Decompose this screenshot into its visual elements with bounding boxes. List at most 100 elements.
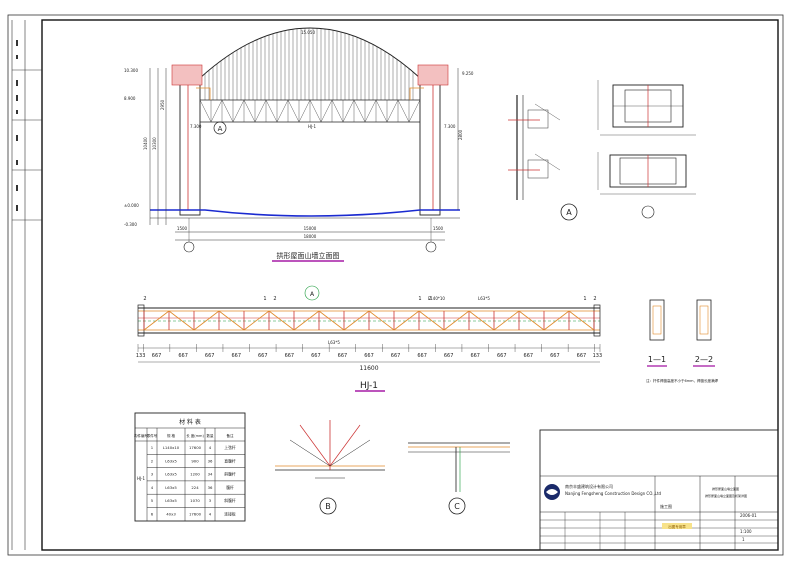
truss-panel-dim: 667 xyxy=(178,353,188,359)
material-table-cell: 腹杆 xyxy=(226,485,234,490)
truss-panel-dim: 667 xyxy=(231,353,241,359)
span-dim-2: 15000 xyxy=(304,226,317,231)
truss-callout-circle xyxy=(304,285,320,301)
truss-section-mark: 1 xyxy=(263,296,266,302)
stamp-label: 出图专用章 xyxy=(668,524,686,529)
span-dim-1: 1500 xyxy=(177,226,188,231)
drawing-stage: 施工图 xyxy=(660,503,672,509)
material-table-cell: L63x5 xyxy=(165,498,177,503)
span-dim-3: 1500 xyxy=(433,226,444,231)
section-2-2: 2—2 xyxy=(695,355,713,364)
truss-panel-dim: 667 xyxy=(285,353,295,359)
material-table-cell: 1070 xyxy=(190,498,200,503)
truss-panel-dim: 667 xyxy=(205,353,215,359)
material-table-cell: 斜腹杆 xyxy=(224,472,236,477)
material-table-cell: 900 xyxy=(191,458,199,463)
truss-section-mark: 1 xyxy=(583,296,586,302)
material-table-header: 数量 xyxy=(207,433,214,438)
material-table-cell: 40x3 xyxy=(166,512,176,517)
truss-member-label-2: L63*5 xyxy=(478,296,490,301)
material-table-cell: 3 xyxy=(151,472,154,477)
elev-level-1: 10.300 xyxy=(124,68,138,73)
elev-top-label: 15.050 xyxy=(301,30,315,35)
elev-vdim-1: 10400 xyxy=(143,137,148,150)
material-table-cell: 36 xyxy=(208,458,213,463)
detail-b-label: B xyxy=(325,502,331,511)
truss-panel-dim: 667 xyxy=(497,353,507,359)
truss-panel-dim: 667 xyxy=(470,353,480,359)
left-binding-strip xyxy=(11,20,42,550)
elev-right-1: 9.250 xyxy=(462,71,474,76)
truss-member-label-1: L140*10 xyxy=(428,296,445,301)
sheet-number: 1 xyxy=(742,537,745,542)
truss-callout-label: A xyxy=(310,291,315,298)
truss-panel-dim: 667 xyxy=(391,353,401,359)
drawing-scale: 1:100 xyxy=(740,529,752,534)
truss-panel-dim: 667 xyxy=(577,353,587,359)
truss-section-mark: 2 xyxy=(273,296,276,302)
elev-right-3: 7.300 xyxy=(190,124,202,129)
material-table-header: 备注 xyxy=(227,433,234,438)
material-table-cell: 34 xyxy=(208,472,213,477)
truss-section-mark: 2 xyxy=(593,296,596,302)
material-table-cell: 1 xyxy=(151,445,154,450)
elev-level-4: -0.300 xyxy=(124,222,137,227)
material-table-cell: 连接板 xyxy=(224,512,236,517)
material-table-header: 规 格 xyxy=(167,433,176,438)
truss-panel-dim: 667 xyxy=(258,353,268,359)
elev-level-2: 8.900 xyxy=(124,96,136,101)
elevation-labels: 10.300 8.900 ±0.000 -0.300 9.250 7.300 7… xyxy=(124,30,474,262)
truss-title: HJ-1 xyxy=(360,381,378,391)
detail-c-label: C xyxy=(454,502,460,511)
project-name: 拱形屋面山墙立面图 xyxy=(712,486,739,491)
material-table-cell: 17600 xyxy=(189,512,202,517)
section-1-1: 1—1 xyxy=(648,355,666,364)
material-table-cell: 36 xyxy=(208,485,213,490)
detail-a-bubble xyxy=(560,203,578,221)
span-total: 18000 xyxy=(304,234,317,239)
material-table-cell: 1200 xyxy=(190,472,200,477)
material-table-cell: L63x5 xyxy=(165,472,177,477)
material-table-side-label: HJ-1 xyxy=(137,476,145,481)
svg-text:A: A xyxy=(218,125,223,133)
detail-a: A xyxy=(508,95,578,221)
truss-section-mark: 2 xyxy=(428,296,431,302)
material-table-cell: 4 xyxy=(209,445,212,450)
material-table-cell: 5 xyxy=(151,498,154,503)
detail-b-bubble xyxy=(319,497,337,515)
material-table-cell: L140x10 xyxy=(163,445,180,450)
company-name-en: Nanjing Fengsheng Construction Design CO… xyxy=(565,491,662,496)
truss-panel-dim: 667 xyxy=(550,353,560,359)
elev-truss-label: HJ-1 xyxy=(308,124,316,129)
material-table-cell: 3 xyxy=(209,498,212,503)
sections: 1—1 2—2 注：杆件焊缝高度不小于6mm，焊缝长度满焊 xyxy=(646,299,719,383)
truss-hj1: 133 667 667 667 667 667 667 667 667 667 667 667 667 6… xyxy=(136,285,603,392)
material-table-cell: 2 xyxy=(151,458,154,463)
material-table-title: 材 料 表 xyxy=(179,418,201,426)
truss-panel-dim: 133 xyxy=(593,353,603,359)
material-table-cell: 4 xyxy=(209,512,212,517)
elev-vdim-2: 10300 xyxy=(152,137,157,150)
inner-border xyxy=(41,19,779,551)
material-table-cell: 6 xyxy=(151,512,154,517)
outer-border xyxy=(7,14,784,556)
truss-panel-dim: 133 xyxy=(136,353,146,359)
truss-member-label-3: L63*5 xyxy=(328,340,340,345)
material-table-header: 长 度(mm) xyxy=(186,433,204,438)
truss-total-length: 11600 xyxy=(359,365,378,372)
section-note: 注：杆件焊缝高度不小于6mm，焊缝长度满焊 xyxy=(646,378,719,383)
detail-c: C xyxy=(408,442,510,515)
truss-panel-dim: 667 xyxy=(311,353,321,359)
material-table-cell: 17600 xyxy=(189,445,202,450)
material-table-cell: 斜腹杆 xyxy=(224,498,236,503)
truss-panel-dim: 667 xyxy=(364,353,374,359)
truss-section-mark: 1 xyxy=(418,296,421,302)
material-table-cell: L63x5 xyxy=(165,485,177,490)
company-name-cn: 南京丰盛建筑设计有限公司 xyxy=(565,483,613,489)
detail-b: B xyxy=(275,420,385,515)
truss-panel-dim: 667 xyxy=(152,353,162,359)
drawing-title: 拱形屋面山墙立面图及桁架详图 xyxy=(705,493,747,498)
gable-elevation: A xyxy=(149,27,460,253)
